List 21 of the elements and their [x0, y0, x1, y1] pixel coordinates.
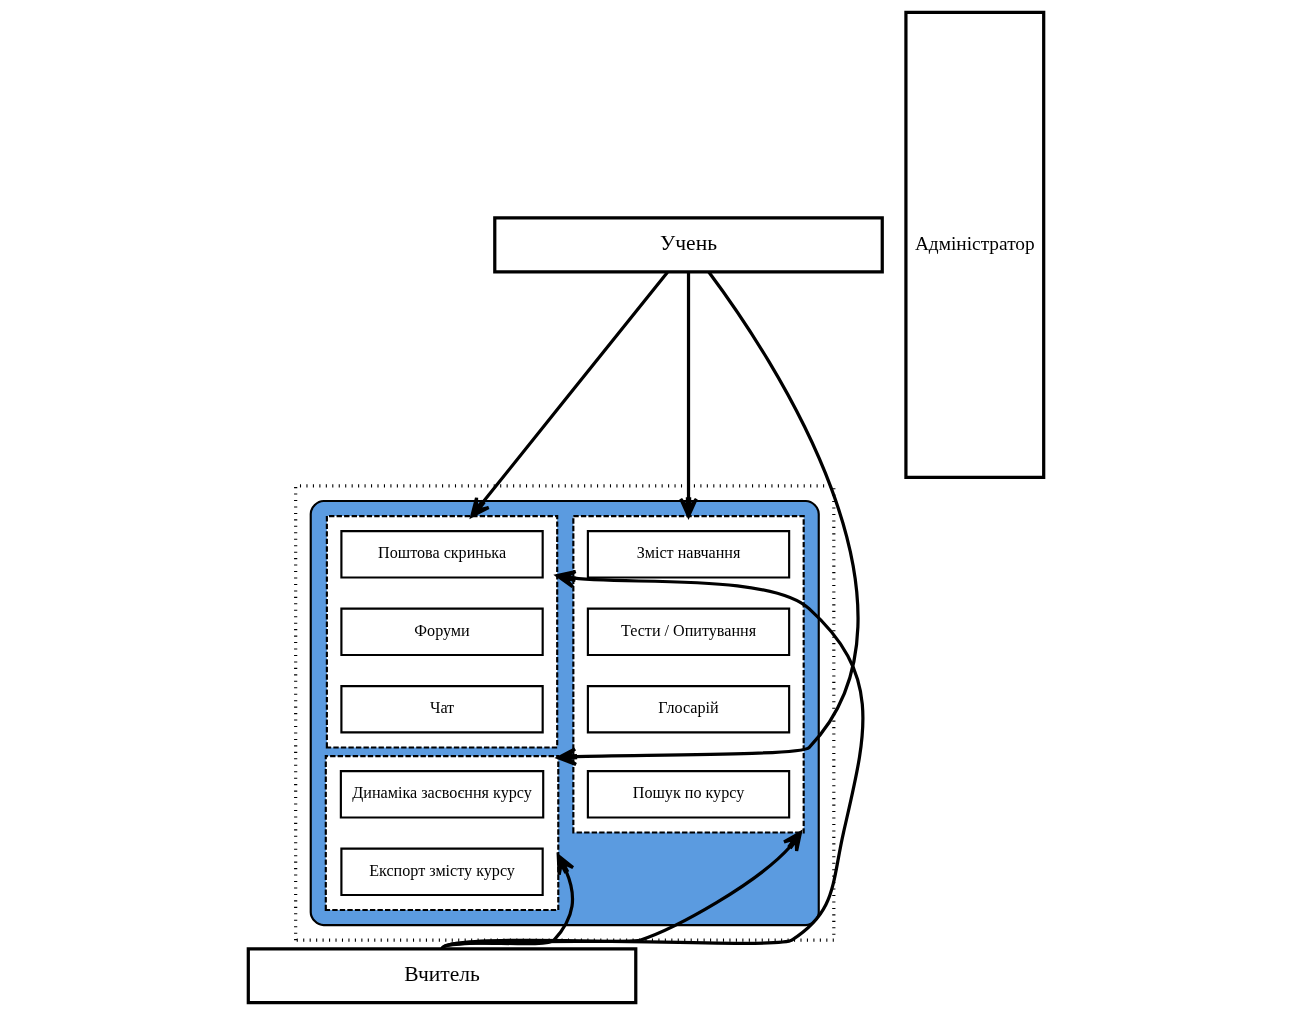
node-box: Форуми	[340, 607, 544, 657]
node-box: Чат	[340, 685, 544, 734]
cluster	[324, 755, 560, 912]
node-box: Динаміка засвоєння курсу	[339, 770, 545, 819]
cluster	[572, 515, 805, 834]
node-box: Вчитель	[246, 947, 638, 1005]
arrow	[440, 854, 575, 950]
node-box: Зміст навчання	[586, 530, 791, 579]
cluster	[325, 515, 559, 749]
node-box: Пошук по курсу	[586, 770, 791, 819]
node-box: Поштова скринька	[340, 530, 544, 579]
arrow	[441, 569, 865, 951]
arrow	[441, 830, 803, 951]
arrow	[470, 271, 669, 518]
node-box: Адміністратор	[904, 10, 1046, 479]
node-box: Глосарій	[586, 685, 791, 734]
node-box: Учень	[493, 216, 884, 274]
node-box: Тести / Опитування	[586, 607, 791, 657]
arrow	[556, 271, 860, 767]
arrow	[679, 272, 698, 518]
node-box: Експорт змісту курсу	[340, 847, 544, 897]
